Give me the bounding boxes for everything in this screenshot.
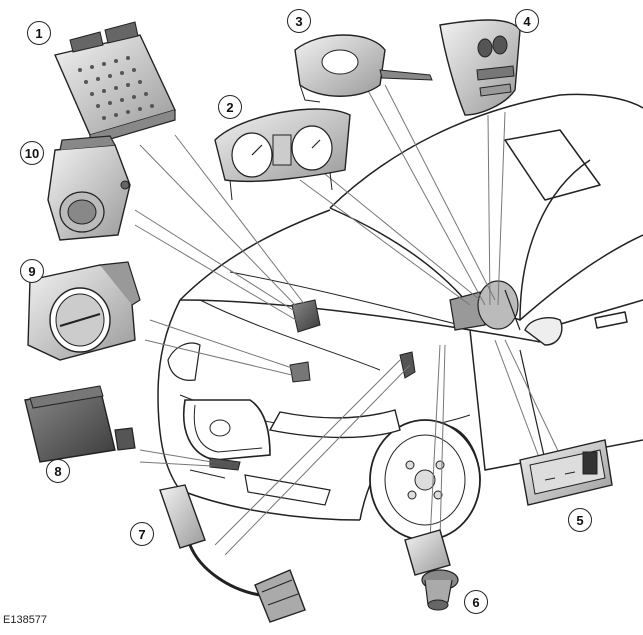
door-mirror: [524, 317, 563, 346]
callout-6: 6: [464, 590, 488, 614]
callout-5: 5: [568, 508, 592, 532]
callout-8: 8: [46, 459, 70, 483]
callout-3: 3: [287, 9, 311, 33]
component-instrument-cluster: [214, 108, 351, 201]
callout-10: 10: [20, 141, 44, 165]
component-throttle-body: [27, 261, 141, 361]
callout-8-label: 8: [54, 463, 62, 479]
callout-7: 7: [130, 522, 154, 546]
component-accelerator-pedal: [159, 484, 306, 623]
callout-2: 2: [218, 95, 242, 119]
figure-id: E138577: [3, 614, 48, 626]
component-engine-control-module: [54, 21, 176, 146]
callout-2-label: 2: [226, 99, 234, 115]
component-abs-modulator: [47, 135, 131, 241]
callout-1-label: 1: [35, 25, 43, 41]
callout-7-label: 7: [138, 526, 146, 542]
component-brake-light-switch: [404, 529, 459, 611]
front-grille: [167, 342, 401, 506]
component-steering-wheel-switches: [439, 19, 521, 116]
component-switch-pack: [519, 439, 613, 506]
callout-6-label: 6: [472, 594, 480, 610]
callout-4: 4: [515, 9, 539, 33]
callout-3-label: 3: [295, 13, 303, 29]
callout-1: 1: [27, 21, 51, 45]
component-sensor-module: [24, 385, 136, 463]
front-wheel: [369, 419, 481, 541]
callout-4-label: 4: [523, 13, 531, 29]
leader-lines: [134, 84, 561, 556]
callout-9-label: 9: [28, 263, 36, 279]
callout-5-label: 5: [576, 512, 584, 528]
callout-10-label: 10: [24, 145, 40, 161]
component-clockspring-sensor: [294, 34, 433, 103]
dash-interior: [449, 280, 521, 331]
callout-9: 9: [20, 259, 44, 283]
